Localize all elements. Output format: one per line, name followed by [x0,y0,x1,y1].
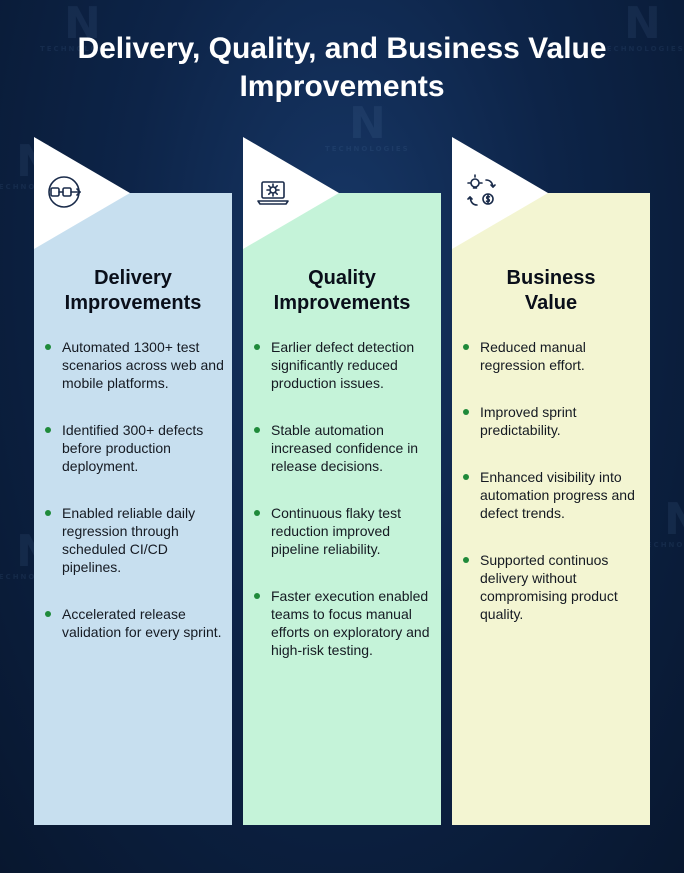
list-item: Enhanced visibility into automation prog… [462,468,647,522]
bullet-list: Reduced manual regression effort. Improv… [462,338,647,652]
list-item: Faster execution enabled teams to focus … [253,587,438,659]
list-item: Stable automation increased confidence i… [253,421,438,475]
panel-delivery [34,193,232,825]
bullet-dot [254,427,260,433]
bullet-dot [45,510,51,516]
bullet-dot [254,593,260,599]
list-item: Automated 1300+ test scenarios across we… [44,338,229,392]
list-item: Enabled reliable daily regression throug… [44,504,229,576]
list-item: Supported continuos delivery without com… [462,551,647,623]
column-business-value: Business Value Reduced manual regression… [452,137,650,825]
header-triangle [452,137,548,249]
column-heading: Quality Improvements [273,267,411,314]
bullet-dot [254,344,260,350]
bullet-list: Earlier defect detection significantly r… [253,338,438,688]
bullet-dot [45,344,51,350]
list-item: Continuous flaky test reduction improved… [253,504,438,558]
list-item: Earlier defect detection significantly r… [253,338,438,392]
bullet-dot [463,409,469,415]
page-title-line2: Improvements [239,70,445,103]
list-item: Identified 300+ defects before productio… [44,421,229,475]
bullet-dot [463,474,469,480]
page-title: Delivery, Quality, and Business Value Im… [40,30,644,106]
bullet-dot [45,427,51,433]
bullet-dot [45,611,51,617]
column-heading: Delivery Improvements [64,267,202,314]
page-title-line1: Delivery, Quality, and Business Value [77,32,607,65]
list-item: Improved sprint predictability. [462,403,647,439]
column-delivery: Delivery Improvements Automated 1300+ te… [34,137,232,825]
bullet-dot [463,344,469,350]
panel-quality [243,193,441,825]
header-triangle [243,137,339,249]
column-heading: Business Value [506,267,596,314]
list-item: Accelerated release validation for every… [44,605,229,641]
column-quality: Quality Improvements Earlier defect dete… [243,137,441,825]
idea-money-cycle-icon [467,174,496,206]
bullet-dot [463,557,469,563]
header-triangle [34,137,130,249]
laptop-gear-icon [257,181,289,205]
bullet-list: Automated 1300+ test scenarios across we… [44,338,229,670]
panel-business-value [452,193,650,825]
bullet-dot [254,510,260,516]
list-item: Reduced manual regression effort. [462,338,647,374]
workflow-arrow-icon [48,176,81,208]
